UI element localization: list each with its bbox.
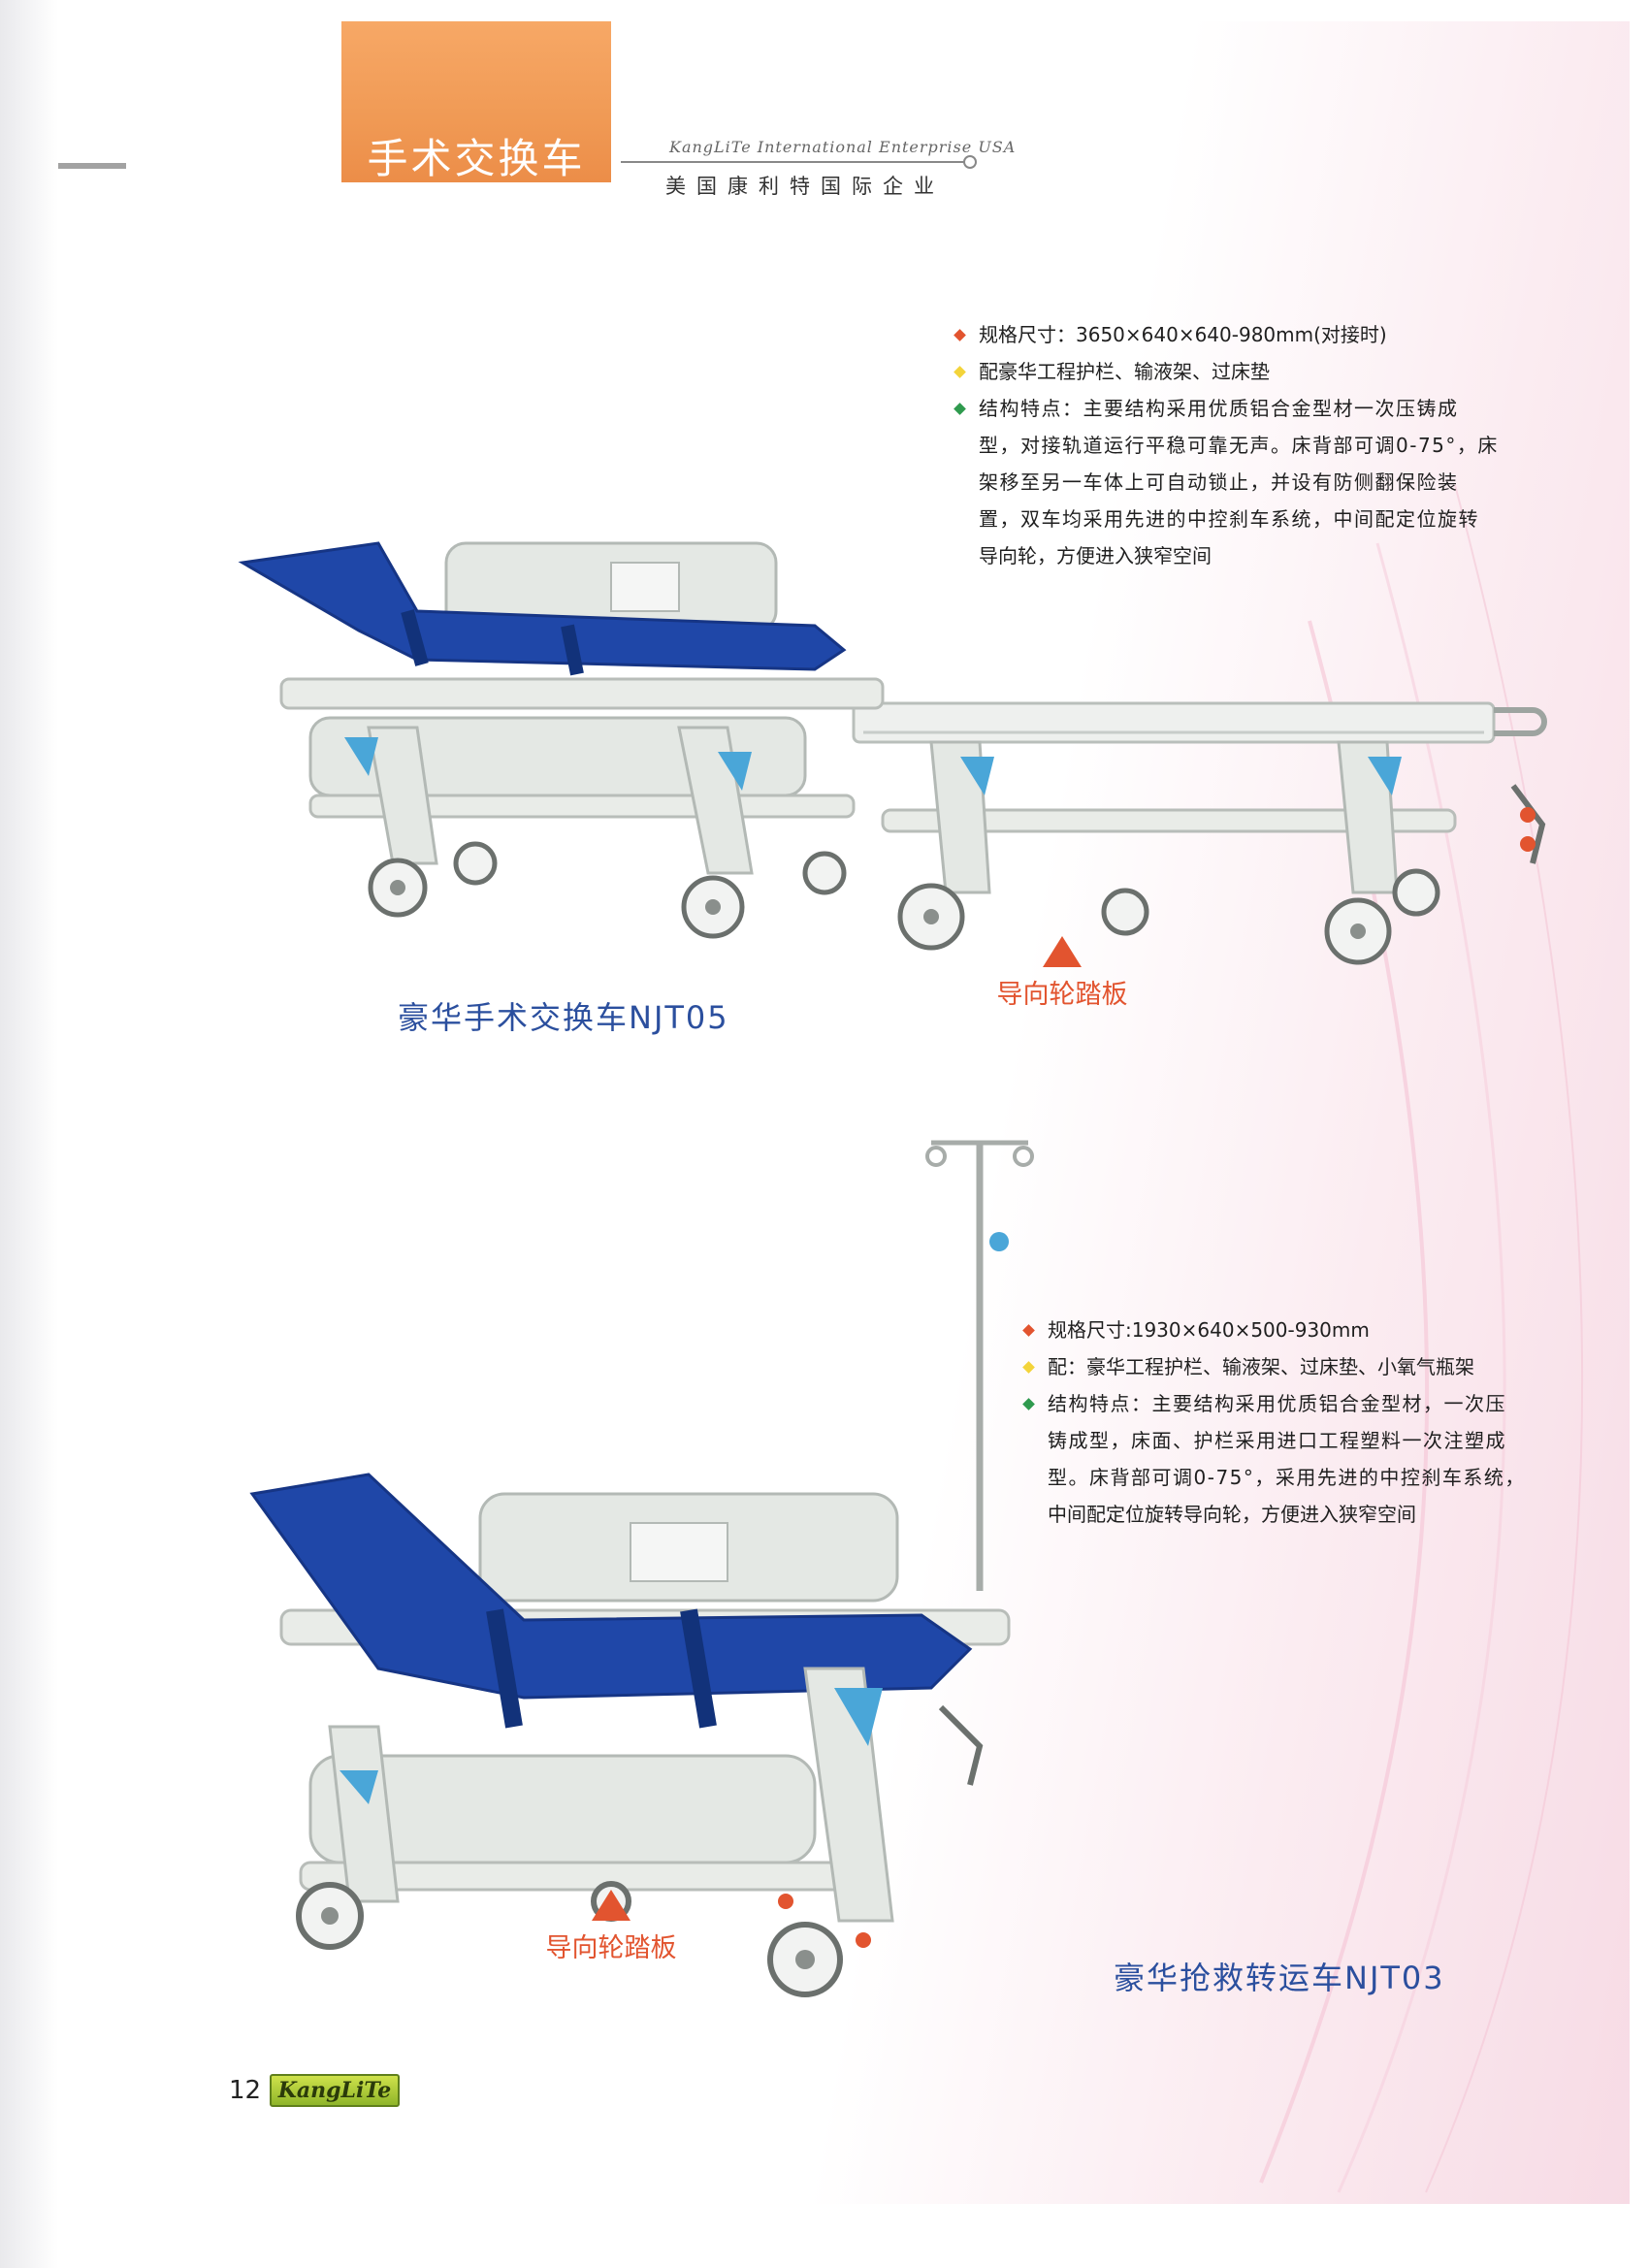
product2-spec: 规格尺寸:1930×640×500-930mm 配：豪华工程护栏、输液架、过床垫… bbox=[1022, 1312, 1548, 1533]
triangle-pointer-icon bbox=[1043, 936, 1082, 967]
product1-title: 豪华手术交换车NJT05 bbox=[398, 999, 729, 1036]
product2-spec-feature-4: 中间配定位旋转导向轮，方便进入狭窄空间 bbox=[1048, 1503, 1416, 1526]
page-number: 12 bbox=[229, 2076, 262, 2105]
brand-divider bbox=[621, 161, 968, 163]
brand-divider-dot bbox=[963, 155, 977, 169]
product2-stretcher-illustration bbox=[249, 1140, 1034, 1997]
product1-spec-feature-3: 架移至另一车体上可自动锁止，并设有防侧翻保险装 bbox=[979, 470, 1459, 494]
product2-title: 豪华抢救转运车NJT03 bbox=[1114, 1960, 1445, 1996]
product1-spec-feature-2: 型，对接轨道运行平稳可靠无声。床背部可调0-75°，床 bbox=[979, 434, 1499, 457]
product2-spec-feature-2: 铸成型，床面、护栏采用进口工程塑料一次注塑成 bbox=[1048, 1429, 1506, 1452]
product1-spec-config: 配豪华工程护栏、输液架、过床垫 bbox=[954, 353, 1547, 390]
product1-spec: 规格尺寸：3650×640×640-980mm(对接时) 配豪华工程护栏、输液架… bbox=[954, 316, 1547, 574]
diamond-bullet-icon bbox=[954, 366, 966, 378]
product2-spec-feature-1: 结构特点：主要结构采用优质铝合金型材，一次压 bbox=[1022, 1385, 1548, 1422]
scan-edge bbox=[0, 0, 58, 2268]
product1-stretcher-illustration bbox=[238, 541, 1547, 965]
product1-spec-feature-5: 导向轮，方便进入狭窄空间 bbox=[979, 544, 1212, 567]
section-tab bbox=[341, 21, 611, 182]
brand-english: KangLiTe International Enterprise USA bbox=[669, 138, 1017, 156]
product2-pedal-callout: 导向轮踏板 bbox=[538, 1890, 684, 1964]
diamond-bullet-icon bbox=[954, 403, 966, 415]
section-title: 手术交换车 bbox=[367, 135, 586, 182]
product1-spec-size: 规格尺寸：3650×640×640-980mm(对接时) bbox=[954, 316, 1547, 353]
product2-spec-size: 规格尺寸:1930×640×500-930mm bbox=[1022, 1312, 1548, 1348]
triangle-pointer-icon bbox=[592, 1890, 630, 1921]
product1-spec-feature-4: 置，双车均采用先进的中控刹车系统，中间配定位旋转 bbox=[979, 507, 1479, 531]
diamond-bullet-icon bbox=[954, 329, 966, 341]
brand-chinese: 美国康利特国际企业 bbox=[665, 175, 945, 198]
product1-pedal-callout: 导向轮踏板 bbox=[989, 936, 1135, 1011]
margin-mark bbox=[58, 163, 126, 169]
kanglite-logo: KangLiTe bbox=[270, 2074, 400, 2107]
product2-spec-config: 配：豪华工程护栏、输液架、过床垫、小氧气瓶架 bbox=[1022, 1348, 1548, 1385]
product1-spec-feature-1: 结构特点：主要结构采用优质铝合金型材一次压铸成 bbox=[954, 390, 1547, 427]
product2-spec-feature-3: 型。床背部可调0-75°，采用先进的中控刹车系统， bbox=[1048, 1466, 1526, 1489]
